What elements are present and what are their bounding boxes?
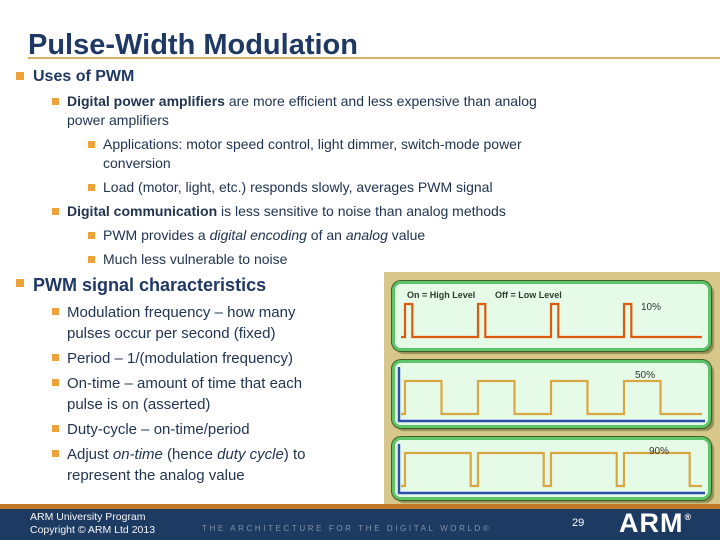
- bullet-square-icon: [88, 256, 95, 263]
- section-heading: Uses of PWM: [16, 66, 710, 87]
- duty-cycle-label: 50%: [635, 370, 656, 381]
- pwm-wave-line: [401, 302, 702, 339]
- footer-copyright: Copyright © ARM Ltd 2013: [30, 524, 156, 536]
- footer-accent-bar: [0, 504, 720, 509]
- bullet-text: Much less vulnerable to noise: [103, 251, 288, 267]
- section-heading-text: PWM signal characteristics: [33, 275, 267, 295]
- pwm-wave-line: [401, 451, 702, 488]
- footer-credits: ARM University Program Copyright © ARM L…: [30, 511, 155, 537]
- arm-logo: ARM®: [619, 508, 691, 539]
- bullet-square-icon: [52, 98, 59, 105]
- bullet-item: Load (motor, light, etc.) responds slowl…: [88, 178, 710, 197]
- bullet-square-icon: [52, 208, 59, 215]
- bullet-item: Applications: motor speed control, light…: [88, 135, 710, 173]
- bullet-text: Digital power amplifiers are more effici…: [67, 93, 537, 128]
- bullet-square-icon: [52, 425, 59, 432]
- bullet-item: Much less vulnerable to noise: [88, 250, 710, 269]
- bullet-text: PWM provides a digital encoding of an an…: [103, 227, 426, 243]
- waveform-panel: On = High Level Off = Low Level 10%: [392, 281, 711, 351]
- legend-on-label: On = High Level: [407, 290, 476, 300]
- bullet-item: Duty-cycle – on-time/period: [52, 419, 710, 440]
- section-heading-text: Uses of PWM: [33, 68, 135, 85]
- arm-logo-text: ARM: [619, 508, 684, 538]
- duty-cycle-label: 10%: [641, 302, 662, 313]
- registered-mark-icon: ®: [684, 512, 693, 522]
- bullet-square-icon: [16, 72, 24, 80]
- title-underline: [28, 57, 720, 59]
- bullet-square-icon: [52, 354, 59, 361]
- legend-off-label: Off = Low Level: [495, 290, 562, 300]
- bullet-text: Period – 1/(modulation frequency): [67, 350, 293, 367]
- footer: ARM University Program Copyright © ARM L…: [0, 508, 720, 540]
- bullet-square-icon: [52, 450, 59, 457]
- bullet-text: Adjust on-time (hence duty cycle) to rep…: [67, 446, 306, 484]
- bullet-square-icon: [52, 379, 59, 386]
- bullet-text: Duty-cycle – on-time/period: [67, 421, 250, 438]
- pwm-waveform: [401, 302, 702, 339]
- bullet-item: On-time – amount of time that each pulse…: [52, 373, 710, 415]
- bullet-text: Modulation frequency – how many pulses o…: [67, 304, 296, 342]
- bullet-text: On-time – amount of time that each pulse…: [67, 375, 303, 413]
- bullet-square-icon: [88, 184, 95, 191]
- axis-lines: [397, 367, 705, 423]
- pwm-waveform-diagram: On = High Level Off = Low Level 10% 50% 90%: [384, 272, 720, 504]
- bullet-content: Uses of PWM Digital power amplifiers are …: [16, 66, 710, 490]
- bullet-item: Adjust on-time (hence duty cycle) to rep…: [52, 444, 710, 486]
- pwm-waveform: [397, 444, 705, 495]
- bullet-item: PWM provides a digital encoding of an an…: [88, 226, 710, 245]
- bullet-square-icon: [16, 279, 24, 287]
- pwm-wave-line: [401, 379, 702, 416]
- bullet-text: Load (motor, light, etc.) responds slowl…: [103, 179, 493, 195]
- axis-lines: [397, 444, 705, 495]
- section-heading: PWM signal characteristics: [16, 273, 710, 297]
- bullet-item: Period – 1/(modulation frequency): [52, 348, 710, 369]
- bullet-text: Digital communication is less sensitive …: [67, 203, 506, 219]
- bullet-item: Digital power amplifiers are more effici…: [52, 92, 710, 130]
- bullet-item: Modulation frequency – how many pulses o…: [52, 302, 710, 344]
- duty-cycle-label: 90%: [649, 446, 670, 457]
- pwm-waveform: [397, 367, 705, 423]
- bullet-square-icon: [88, 232, 95, 239]
- bullet-text: Applications: motor speed control, light…: [103, 136, 522, 171]
- bullet-square-icon: [88, 141, 95, 148]
- footer-program: ARM University Program: [30, 511, 146, 523]
- footer-tagline: THE ARCHITECTURE FOR THE DIGITAL WORLD®: [202, 524, 492, 533]
- bullet-item: Digital communication is less sensitive …: [52, 202, 710, 221]
- slide-title: Pulse-Width Modulation: [28, 29, 358, 62]
- page-number: 29: [572, 517, 585, 529]
- waveform-panel: 90%: [392, 437, 711, 500]
- bullet-square-icon: [52, 308, 59, 315]
- waveform-panel: 50%: [392, 360, 711, 428]
